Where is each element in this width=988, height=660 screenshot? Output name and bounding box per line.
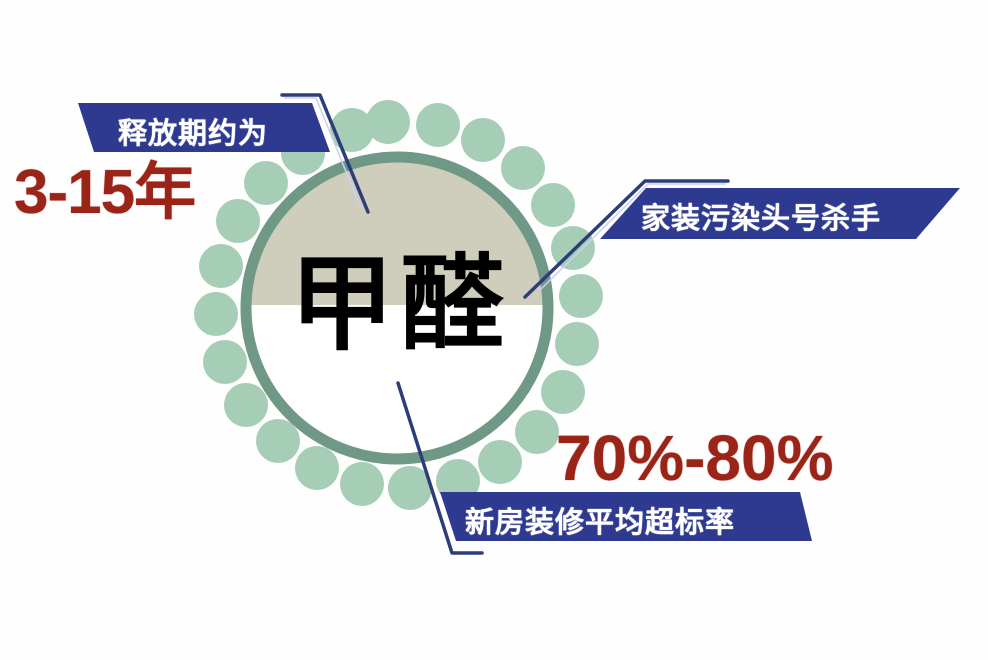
banner-exceed-rate: [440, 492, 812, 541]
leader-line-exceed: [396, 381, 484, 555]
exceed-rate-value: 70%-80%: [556, 422, 834, 494]
release-period-label: 释放期约为: [118, 116, 269, 150]
top-killer-label: 家装污染头号杀手: [641, 201, 882, 235]
leader-line-release: [280, 93, 370, 214]
leader-line-killer: [523, 179, 730, 299]
exceed-rate-label: 新房装修平均超标率: [465, 505, 736, 539]
main-ring: [240, 151, 554, 465]
release-period-value: 3-15年: [14, 158, 196, 227]
banner-release-period: [78, 103, 330, 152]
center-title: 甲醛: [290, 243, 511, 365]
banner-top-killer: [600, 188, 960, 239]
